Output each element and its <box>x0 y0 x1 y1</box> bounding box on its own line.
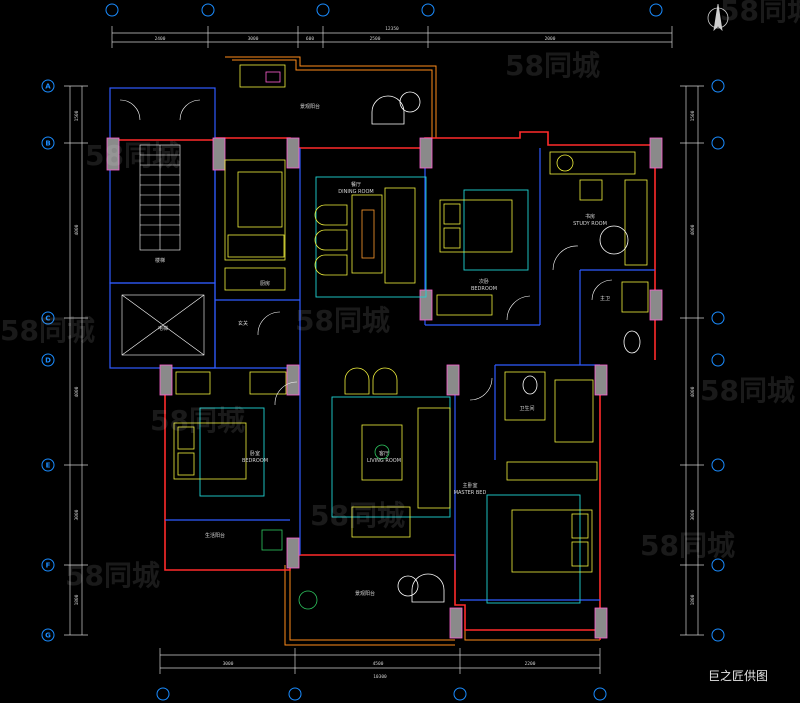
label-dining: 餐厅 <box>351 181 361 188</box>
interior-walls <box>109 87 655 601</box>
watermark-1: 58同城 <box>505 49 600 82</box>
dim-top-2: 3000 <box>248 36 259 42</box>
label-study: 书房 <box>585 213 595 220</box>
dim-bottom-2: 4500 <box>373 661 384 667</box>
watermark-7: 58同城 <box>310 499 405 532</box>
axis-marker-top <box>41 3 725 701</box>
watermark-10: 58同城 <box>720 0 800 27</box>
dim-bottom-3: 2200 <box>525 661 536 667</box>
dim-left-5: 1800 <box>74 594 80 605</box>
label-kitchen: 厨房 <box>260 280 270 287</box>
label-master: 主卧室 <box>462 482 477 489</box>
watermark-8: 58同城 <box>65 559 160 592</box>
axis-label-b: B <box>45 140 50 148</box>
stairwell <box>119 99 201 251</box>
furniture <box>173 64 649 610</box>
rugs <box>199 176 581 604</box>
dimension-labels: 2400 3000 600 2500 2000 12350 3000 4500 … <box>74 26 696 680</box>
watermark-9: 58同城 <box>640 529 735 562</box>
label-living: 客厅 <box>379 450 389 457</box>
label-lift: 电梯 <box>158 325 168 332</box>
label-third: 卧室 <box>250 450 260 457</box>
wall-columns <box>106 137 663 639</box>
label-bath2: 主卫 <box>600 295 610 302</box>
label-third-en: BEDROOM <box>242 458 268 464</box>
label-study-en: STUDY ROOM <box>573 221 607 227</box>
watermark-5: 58同城 <box>150 404 245 437</box>
label-bath1: 卫生间 <box>519 405 534 412</box>
dimension-lines <box>64 26 704 674</box>
label-balcony-left: 生活阳台 <box>205 532 225 539</box>
axis-label-f: F <box>46 562 51 570</box>
dim-right-1: 1500 <box>690 110 696 121</box>
dim-left-1: 1500 <box>74 110 80 121</box>
axis-label-e: E <box>46 462 51 470</box>
dim-bottom-total: 10300 <box>373 674 387 680</box>
dim-right-3: 4000 <box>690 386 696 397</box>
label-living-en: LIVING ROOM <box>367 458 401 464</box>
watermark-3: 58同城 <box>0 314 95 347</box>
elevator <box>121 294 205 356</box>
dim-right-2: 4000 <box>690 224 696 235</box>
dim-left-2: 4000 <box>74 224 80 235</box>
dim-right-4: 3000 <box>690 509 696 520</box>
axis-label-d: D <box>45 357 51 365</box>
watermarks: 58同城 58同城 58同城 58同城 58同城 58同城 58同城 58同城 … <box>0 0 800 592</box>
label-master-en: MASTER BED <box>454 490 487 496</box>
dim-left-3: 4000 <box>74 386 80 397</box>
room-labels: 餐厅 DINING ROOM 客厅 LIVING ROOM 次卧 BEDROOM… <box>155 103 610 597</box>
label-balcony-bottom: 景观阳台 <box>355 590 375 597</box>
label-entry: 玄关 <box>238 320 248 327</box>
dim-top-4: 2500 <box>370 36 381 42</box>
dim-left-4: 3000 <box>74 509 80 520</box>
outer-walls <box>110 131 656 640</box>
dim-top-total: 12350 <box>385 26 399 32</box>
axis-label-c: C <box>45 315 50 323</box>
axis-markers: A B C D E F G <box>41 3 725 701</box>
dim-top-5: 2000 <box>545 36 556 42</box>
label-second-en: BEDROOM <box>471 286 497 292</box>
watermark-2: 58同城 <box>85 139 180 172</box>
label-second: 次卧 <box>479 278 489 285</box>
doors <box>257 245 613 406</box>
label-stairs: 楼梯 <box>155 257 165 264</box>
axis-label-g: G <box>45 632 51 640</box>
label-balcony-top: 景观阳台 <box>300 103 320 110</box>
dim-bottom-1: 3000 <box>223 661 234 667</box>
dim-top-3: 600 <box>306 36 314 42</box>
balconies <box>225 56 600 646</box>
axis-label-a: A <box>45 83 51 91</box>
label-dining-en: DINING ROOM <box>338 189 373 195</box>
image-credit: 巨之匠供图 <box>708 669 768 683</box>
dim-right-5: 1800 <box>690 594 696 605</box>
watermark-4: 58同城 <box>295 304 390 337</box>
dim-top-1: 2400 <box>155 36 166 42</box>
north-arrow-icon <box>707 3 729 32</box>
watermark-6: 58同城 <box>700 374 795 407</box>
